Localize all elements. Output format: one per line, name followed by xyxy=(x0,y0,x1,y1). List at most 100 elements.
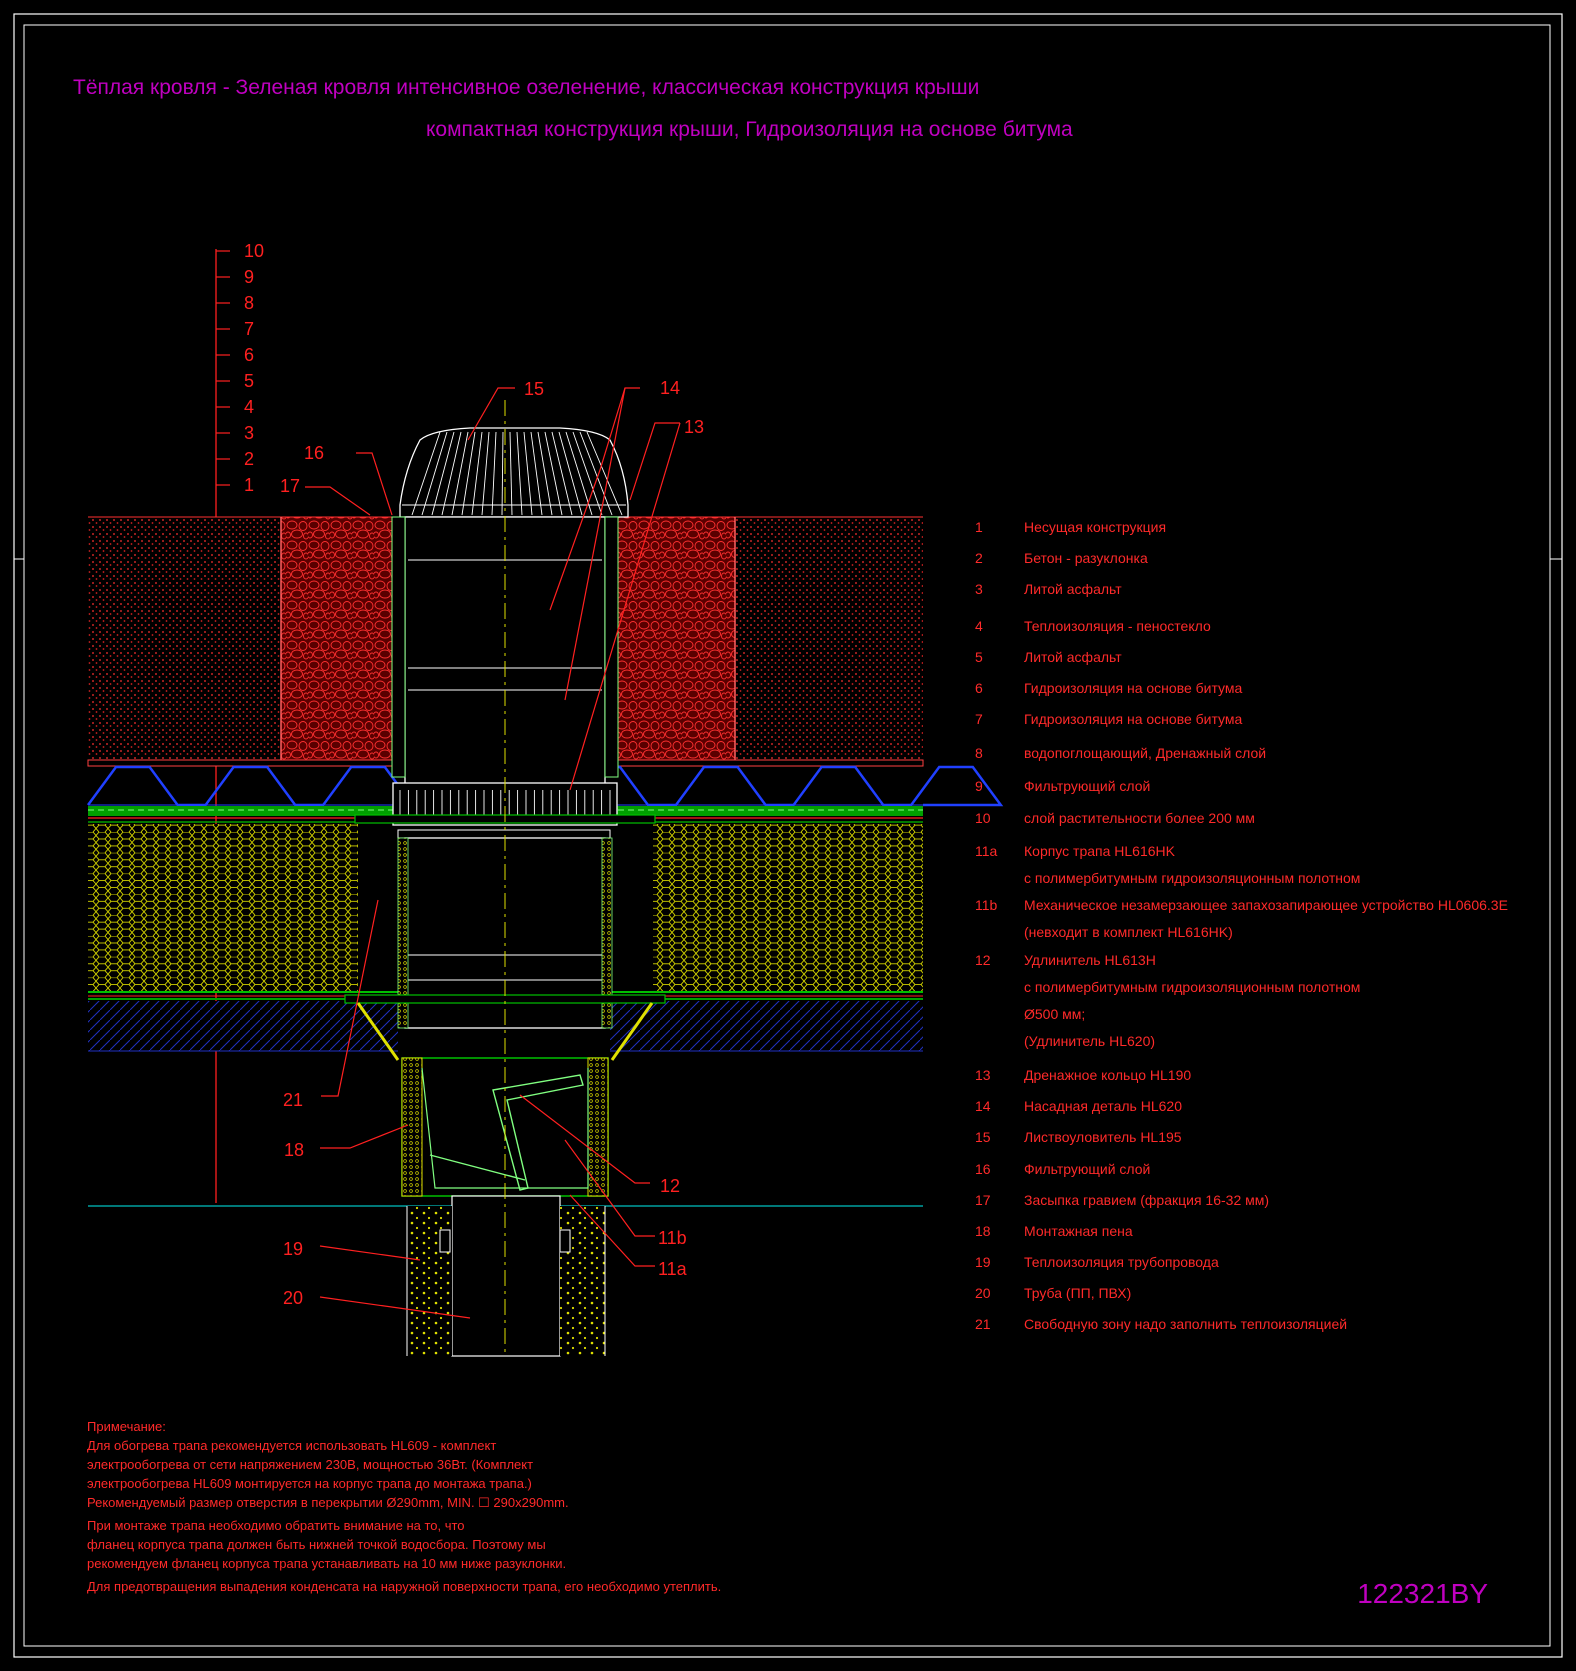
leaf-guard-rib xyxy=(481,431,490,516)
legend-subtext: с полимербитумным гидроизоляционным поло… xyxy=(1024,870,1361,886)
leaf-guard-rib xyxy=(551,431,573,516)
inner-frame xyxy=(23,24,1551,1647)
vegetation-layer xyxy=(88,516,923,763)
legend-number: 4 xyxy=(975,618,983,634)
notes-line: фланец корпуса трапа должен быть нижней … xyxy=(87,1537,546,1552)
legend-text: Гидроизоляция на основе битума xyxy=(1024,680,1243,696)
leaf-guard-rib xyxy=(509,431,513,516)
leaf-guard-rib xyxy=(491,431,497,516)
leaf-guard-rib xyxy=(411,431,441,516)
notes-line: Рекомендуемый размер отверстия в перекры… xyxy=(87,1495,569,1510)
leaf-guard-rib xyxy=(558,431,583,516)
legend-text: водопоглощающий, Дренажный слой xyxy=(1024,745,1267,761)
leaf-guard-rib xyxy=(441,431,462,516)
legend-text: Листвоуловитель HL195 xyxy=(1024,1129,1182,1145)
legend-number: 21 xyxy=(975,1316,991,1332)
leaf-guard-rib xyxy=(565,431,593,516)
callout-21: 21 xyxy=(283,1090,303,1110)
legend-subtext: (Удлинитель HL620) xyxy=(1024,1033,1156,1049)
notes: Примечание: Для обогрева трапа рекоменду… xyxy=(87,1417,721,1596)
legend-text: Литой асфальт xyxy=(1024,581,1122,597)
legend-text: Фильтрующий слой xyxy=(1024,1161,1151,1177)
callout-19: 19 xyxy=(283,1239,303,1259)
leaf-guard-rib xyxy=(530,431,543,516)
leaf-guard-rib xyxy=(501,431,504,516)
notes-line: рекомендуем фланец корпуса трапа устанав… xyxy=(87,1556,567,1571)
legend-text: Засыпка гравием (фракция 16-32 мм) xyxy=(1024,1192,1270,1208)
scale-label: 3 xyxy=(244,423,254,443)
notes-line: электрообогрева HL609 монтируется на кор… xyxy=(87,1476,532,1491)
leaf-guard-rib xyxy=(451,431,469,516)
legend-number: 16 xyxy=(975,1161,991,1177)
leaf-guard-rib xyxy=(471,431,483,516)
legend-text: Фильтрующий слой xyxy=(1024,778,1151,794)
legend-text: Теплоизоляция трубопровода xyxy=(1024,1254,1219,1270)
legend-text: Гидроизоляция на основе битума xyxy=(1024,711,1243,727)
legend-text: Теплоизоляция - пеностекло xyxy=(1024,618,1211,634)
legend-subtext: с полимербитумным гидроизоляционным поло… xyxy=(1024,979,1361,995)
legend-text: Свободную зону надо заполнить теплоизоля… xyxy=(1024,1316,1348,1332)
scale-label: 8 xyxy=(244,293,254,313)
legend-number: 15 xyxy=(975,1129,991,1145)
pipe-insulation-right xyxy=(560,1206,605,1356)
notes-line: При монтаже трапа необходимо обратить вн… xyxy=(87,1518,465,1533)
callout-15: 15 xyxy=(524,379,544,399)
pipe xyxy=(451,1195,561,1357)
leaf-guard-rib xyxy=(537,431,553,516)
legend-text: Труба (ПП, ПВХ) xyxy=(1024,1285,1132,1301)
legend-number: 10 xyxy=(975,810,991,826)
legend-text: Механическое незамерзающее запахозапираю… xyxy=(1024,897,1508,913)
pipe-insulation-left xyxy=(407,1206,452,1356)
legend-number: 5 xyxy=(975,649,983,665)
callout-12: 12 xyxy=(660,1176,680,1196)
legend-text: Бетон - разуклонка xyxy=(1024,550,1148,566)
roof-drain-assembly xyxy=(344,400,666,1357)
legend-number: 7 xyxy=(975,711,983,727)
scale-label: 2 xyxy=(244,449,254,469)
legend-subtext: Ø500 мм; xyxy=(1024,1006,1086,1022)
legend-text: Литой асфальт xyxy=(1024,649,1122,665)
scale-label: 4 xyxy=(244,397,254,417)
legend-subtext: (невходит в комплект HL616HK) xyxy=(1024,924,1233,940)
legend-number: 8 xyxy=(975,745,983,761)
outer-frame xyxy=(13,13,1563,1658)
leaf-guard-rib xyxy=(516,431,523,516)
legend-text: Монтажная пена xyxy=(1024,1223,1133,1239)
scale-label: 5 xyxy=(244,371,254,391)
notes-line: Для обогрева трапа рекомендуется использ… xyxy=(87,1438,497,1453)
legend-text: Корпус трапа HL616HK xyxy=(1024,843,1175,859)
legend-number: 17 xyxy=(975,1192,991,1208)
callout-20: 20 xyxy=(283,1288,303,1308)
leader-lines xyxy=(305,387,681,1319)
legend-text: слой растительности более 200 мм xyxy=(1024,810,1255,826)
notes-line: Для предотвращения выпадения конденсата … xyxy=(87,1579,722,1594)
legend-text: Насадная деталь HL620 xyxy=(1024,1098,1182,1114)
legend-number: 19 xyxy=(975,1254,991,1270)
drawing-title-line2: компактная конструкция крыши, Гидроизоля… xyxy=(426,118,1073,141)
legend-number: 14 xyxy=(975,1098,991,1114)
legend-number: 11a xyxy=(975,843,998,859)
legend-number: 18 xyxy=(975,1223,991,1239)
scale-label: 9 xyxy=(244,267,254,287)
scale-label: 7 xyxy=(244,319,254,339)
legend-number: 13 xyxy=(975,1067,991,1083)
scale-label: 1 xyxy=(244,475,254,495)
leaf-guard xyxy=(399,427,629,518)
leaf-guard-rib xyxy=(572,431,603,516)
legend-number: 6 xyxy=(975,680,983,696)
callout-14: 14 xyxy=(660,378,680,398)
scale-label: 10 xyxy=(244,241,264,261)
drawing-code: 122321BY xyxy=(1357,1578,1488,1609)
leaf-guard-rib xyxy=(523,431,533,516)
callout-16: 16 xyxy=(304,443,324,463)
legend-number: 20 xyxy=(975,1285,991,1301)
leaf-guard-rib xyxy=(544,431,563,516)
legend-number: 1 xyxy=(975,519,983,535)
odor-trap xyxy=(492,1074,584,1191)
leaf-guard-rib xyxy=(579,431,613,516)
legend-number: 3 xyxy=(975,581,983,597)
callout-18: 18 xyxy=(284,1140,304,1160)
legend-number: 12 xyxy=(975,952,991,968)
leaf-guard-rib xyxy=(461,431,476,516)
